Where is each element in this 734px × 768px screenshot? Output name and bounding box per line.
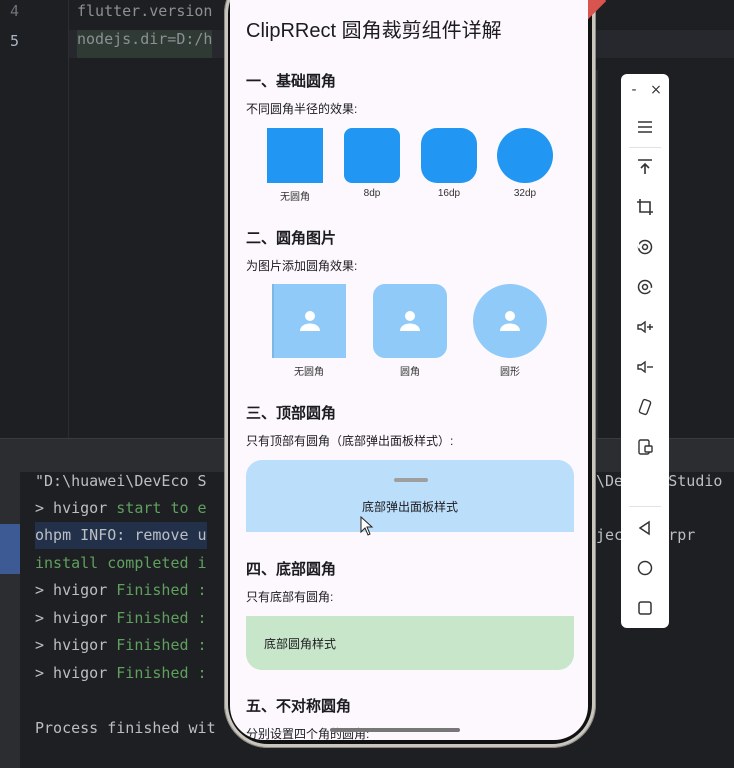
console-status-text: Finished : (116, 609, 207, 627)
section-title: 一、基础圆角 (246, 73, 337, 90)
person-icon (400, 311, 420, 331)
section-description: 只有顶部有圆角（底部弹出面板样式）: (246, 434, 454, 448)
person-icon (300, 311, 320, 331)
console-text: > hvigor (35, 609, 117, 627)
image-rounded (373, 284, 447, 358)
back-button[interactable] (621, 511, 669, 545)
console-line: > hvigor Finished : (35, 577, 207, 604)
console-line: > hvigor Finished : (35, 660, 207, 687)
console-status-text: Finished : (116, 581, 207, 599)
console-text: > hvigor (35, 581, 117, 599)
image-circle (473, 284, 547, 358)
recent-apps-icon (638, 601, 652, 615)
panel-label: 底部圆角样式 (264, 637, 337, 651)
console-text: > hvigor (35, 499, 117, 517)
home-icon (637, 560, 653, 576)
code-line[interactable]: nodejs.dir=D:/h (77, 30, 213, 58)
caption: 32dp (513, 188, 537, 199)
code-line[interactable]: flutter.version (77, 2, 213, 20)
back-icon (638, 520, 650, 536)
console-text: > hvigor (35, 664, 117, 682)
square-radius-8 (344, 128, 400, 183)
rotate-left-button[interactable] (621, 230, 669, 264)
caption: 16dp (437, 188, 461, 199)
page-title: ClipRRect 圆角裁剪组件详解 (246, 20, 502, 42)
caption: 圆形 (500, 367, 520, 378)
home-indicator[interactable] (330, 728, 460, 732)
section-description: 只有底部有圆角: (246, 590, 334, 604)
pin-top-icon (638, 159, 652, 174)
console-text: Process finished wit (35, 719, 216, 737)
volume-up-button[interactable] (621, 310, 669, 344)
console-status-text: Finished : (116, 636, 207, 654)
caption: 无圆角 (280, 192, 310, 203)
screenshot-button[interactable] (621, 430, 669, 464)
menu-icon (638, 121, 652, 133)
crop-icon (637, 199, 653, 215)
square-radius-32 (497, 128, 553, 183)
console-line: > hvigor start to e (35, 495, 207, 522)
volume-up-icon (637, 320, 653, 334)
crop-button[interactable] (621, 190, 669, 224)
app-screen[interactable]: ClipRRect 圆角裁剪组件详解 一、基础圆角 不同圆角半径的效果: 无圆角… (230, 0, 588, 740)
top-rounded-panel: 底部弹出面板样式 (246, 460, 574, 532)
console-status-text: start to e (116, 499, 207, 517)
section-title: 四、底部圆角 (246, 561, 337, 578)
bottom-rounded-panel: 底部圆角样式 (246, 616, 574, 670)
screenshot-icon (638, 439, 653, 455)
console-text: ohpm INFO: remove u (35, 526, 207, 544)
rotate-right-button[interactable] (621, 270, 669, 304)
line-number: 4 (10, 2, 20, 20)
home-button[interactable] (621, 551, 669, 585)
caption: 圆角 (400, 367, 420, 378)
minimize-button[interactable]: - (631, 82, 637, 98)
console-line: "D:\huawei\DevEco S (35, 468, 207, 495)
rotate-right-icon (637, 279, 654, 295)
shake-icon (638, 398, 652, 416)
caption: 无圆角 (294, 367, 324, 378)
console-line: Process finished wit (35, 715, 216, 742)
pin-top-button[interactable] (621, 150, 669, 184)
close-button[interactable]: × (650, 82, 662, 98)
mouse-cursor-icon (360, 516, 374, 536)
section-description: 不同圆角半径的效果: (246, 102, 358, 116)
console-line: ohpm INFO: remove u (35, 522, 207, 549)
code-area[interactable]: flutter.version nodejs.dir=D:/h (68, 0, 734, 438)
rotate-left-icon (637, 239, 653, 255)
line-number: 5 (10, 32, 20, 50)
console-status-text: install completed i (35, 554, 207, 572)
console-gutter (0, 472, 20, 768)
recent-apps-button[interactable] (621, 591, 669, 625)
console-status-text: Finished : (116, 664, 207, 682)
console-text: "D:\huawei\DevEco S (35, 472, 207, 490)
image-no-radius (272, 284, 346, 358)
volume-down-button[interactable] (621, 350, 669, 384)
emulator-toolbar: - × (621, 74, 669, 628)
section-title: 二、圆角图片 (246, 230, 337, 247)
shake-button[interactable] (621, 390, 669, 424)
toolbar-divider (629, 147, 661, 148)
line-number-gutter: 4 5 (0, 0, 68, 438)
drag-handle[interactable] (394, 478, 428, 482)
panel-label: 底部弹出面板样式 (361, 500, 458, 514)
console-line: > hvigor Finished : (35, 605, 207, 632)
person-icon (500, 311, 520, 331)
section-description: 为图片添加圆角效果: (246, 259, 358, 273)
volume-down-icon (637, 360, 653, 374)
section-title: 三、顶部圆角 (246, 405, 337, 422)
toolbar-divider (629, 506, 661, 507)
console-text: > hvigor (35, 636, 117, 654)
console-line: install completed i (35, 550, 207, 577)
square-no-radius (267, 128, 323, 183)
caption: 8dp (363, 188, 381, 199)
console-selection-marker (0, 524, 20, 574)
square-radius-16 (421, 128, 477, 183)
menu-button[interactable] (621, 110, 669, 144)
section-title: 五、不对称圆角 (246, 698, 352, 715)
console-line: > hvigor Finished : (35, 632, 207, 659)
